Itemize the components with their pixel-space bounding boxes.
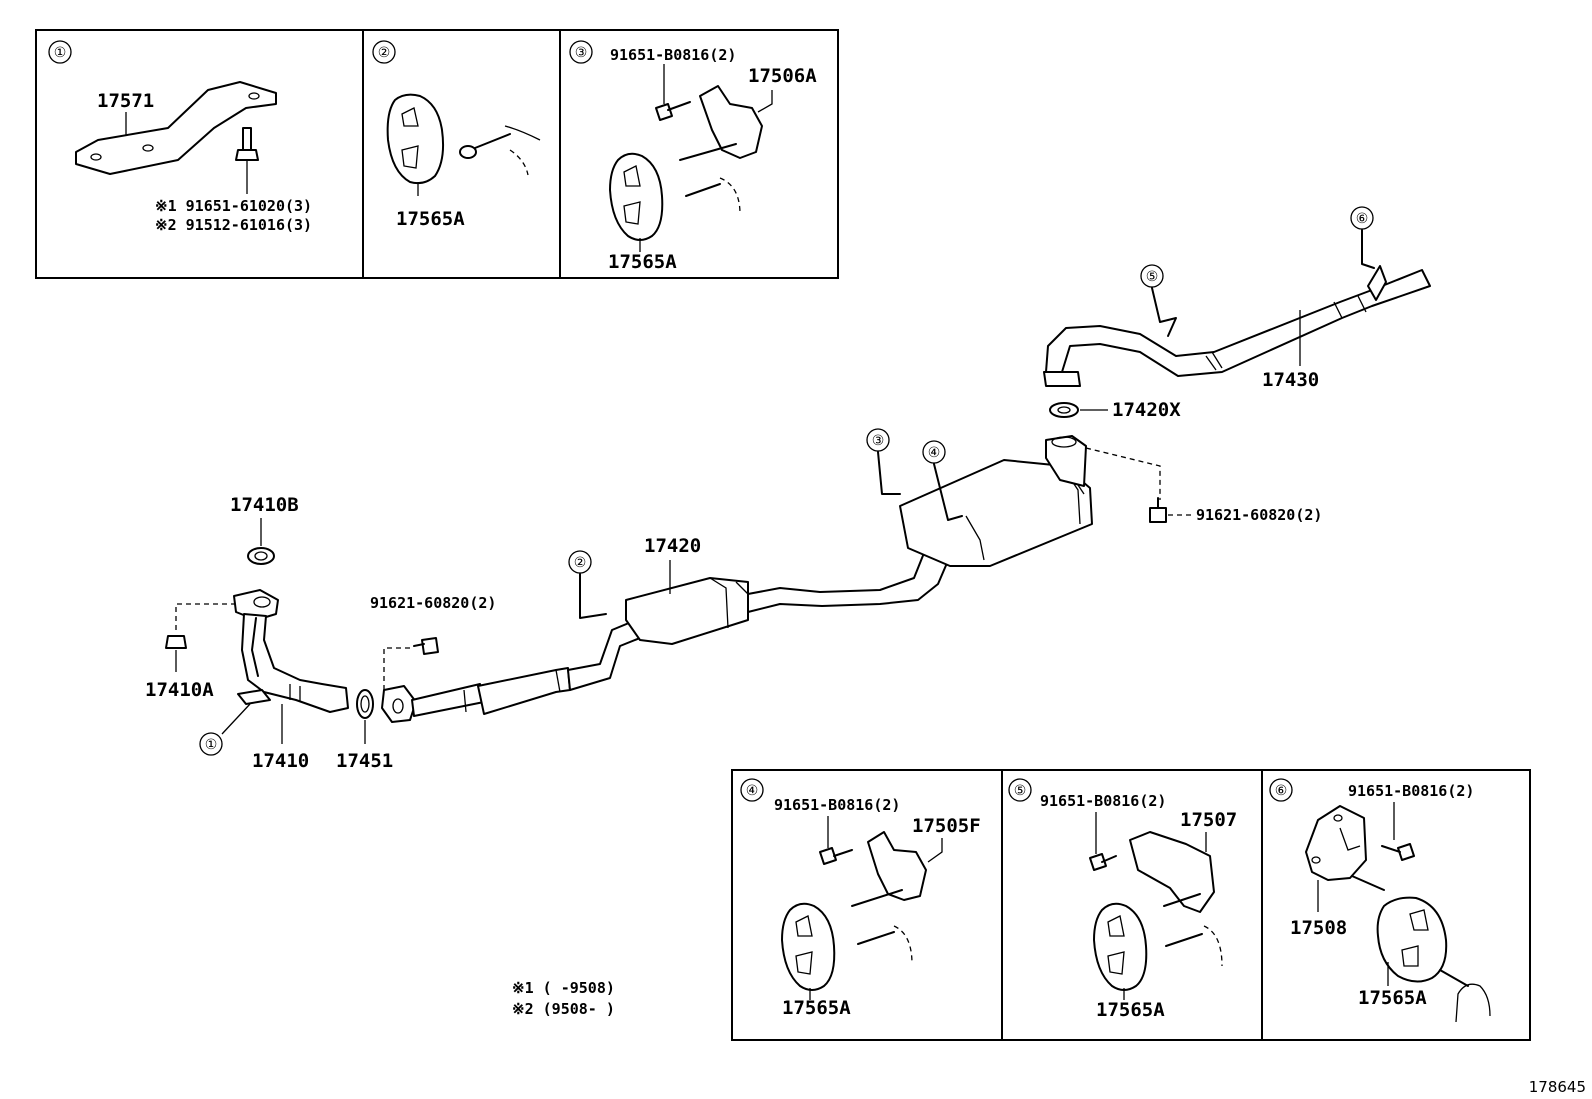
rubber-hanger-icon	[609, 152, 664, 241]
inset-6: ⑥ 91651-B0816(2) 17508 17565A	[1269, 778, 1491, 1023]
hanger-17565A-label: 17565A	[608, 251, 677, 273]
bolt-91651-B0816-label: 91651-B0816(2)	[774, 796, 900, 814]
rubber-hanger-icon	[1376, 896, 1448, 983]
gasket-17451-icon	[356, 689, 374, 719]
callout-4-main-label: ④	[928, 445, 941, 461]
bracket-17507-drawing	[1129, 831, 1215, 913]
inset-3: ③ 91651-B0816(2) 17506A 17565A	[569, 40, 817, 273]
center-pipe-flange	[381, 685, 417, 723]
bolt-icon	[655, 101, 691, 121]
bolt-91651-B0816-label: 91651-B0816(2)	[1348, 782, 1474, 800]
bracket-17507-label: 17507	[1180, 809, 1237, 831]
inset-2: ② 17565A	[372, 40, 541, 230]
rubber-hanger-icon	[386, 93, 445, 185]
bolt-91621-60820-front-label: 91621-60820(2)	[370, 594, 496, 612]
hanger-17565A-label: 17565A	[396, 208, 465, 230]
muffler-rear-drawing	[899, 459, 1093, 567]
callout-2-label: ②	[378, 45, 391, 61]
callout-3-label: ③	[575, 45, 588, 61]
inset-4: ④ 91651-B0816(2) 17505F 17565A	[740, 778, 981, 1019]
bolt-91651-B0816-label: 91651-B0816(2)	[610, 46, 736, 64]
legend-note-1: ※1 ( -9508)	[512, 979, 615, 997]
tail-pipe-17430-label: 17430	[1262, 369, 1319, 391]
rubber-hanger-icon	[1093, 902, 1148, 991]
bracket-17508-drawing	[1305, 805, 1367, 881]
callout-1-main-label: ①	[205, 737, 218, 753]
legend-note-2: ※2 (9508- )	[512, 1000, 615, 1018]
gasket-17451-label: 17451	[336, 750, 393, 772]
callout-6-label: ⑥	[1275, 783, 1288, 799]
bolt-icon	[413, 637, 439, 655]
callout-5-main-label: ⑤	[1146, 269, 1159, 285]
diagram-number: 178645	[1529, 1078, 1586, 1096]
bracket-17506A-drawing	[699, 85, 763, 159]
center-pipe-17420-label: 17420	[644, 535, 701, 557]
bolt-91651-61020-label: ※1 91651-61020(3)	[155, 197, 312, 215]
bracket-17506A-label: 17506A	[748, 65, 817, 87]
callout-5-label: ⑤	[1014, 783, 1027, 799]
inset-panel-bottom	[731, 769, 1531, 1041]
callout-3-main-label: ③	[872, 433, 885, 449]
tail-pipe-17430-drawing	[1045, 269, 1431, 377]
gasket-17420X-label: 17420X	[1112, 399, 1181, 421]
callout-4-label: ④	[746, 783, 759, 799]
gasket-ring-icon	[247, 547, 275, 565]
bolt-icon	[235, 127, 259, 161]
callout-1-label: ①	[54, 45, 67, 61]
resonator-drawing	[477, 667, 571, 715]
hanger-17565A-label: 17565A	[1358, 987, 1427, 1009]
inset-1: ① 17571 ※1 91651-61020(3) ※2 91512-61016…	[48, 40, 312, 234]
bolt-91651-B0816-label: 91651-B0816(2)	[1040, 792, 1166, 810]
front-pipe-17410-label: 17410	[252, 750, 309, 772]
bolt-icon	[1381, 843, 1415, 861]
nut-icon	[165, 635, 187, 649]
bracket-17505F-label: 17505F	[912, 815, 981, 837]
bracket-17508-label: 17508	[1290, 917, 1347, 939]
rubber-hanger-icon	[781, 902, 836, 991]
hanger-17565A-label: 17565A	[1096, 999, 1165, 1021]
part-17571-label: 17571	[97, 90, 154, 112]
muffler-front-drawing	[625, 577, 749, 645]
inset-panel-top	[35, 29, 839, 279]
bolt-icon	[1089, 853, 1117, 871]
gasket-17420X-icon	[1049, 402, 1079, 418]
nut-17410A-label: 17410A	[145, 679, 214, 701]
bolt-91621-60820-rear-label: 91621-60820(2)	[1196, 506, 1322, 524]
bolt-icon	[819, 847, 853, 865]
front-pipe-17410-drawing	[241, 613, 349, 713]
callout-6-main-label: ⑥	[1356, 211, 1369, 227]
callout-2-main-label: ②	[574, 555, 587, 571]
gasket-17410B-label: 17410B	[230, 494, 299, 516]
hanger-17565A-label: 17565A	[782, 997, 851, 1019]
main-assembly: 17410B 17410A ① 17410 17451 91621-60820(…	[145, 206, 1431, 772]
inset-5: ⑤ 91651-B0816(2) 17507 17565A	[1008, 778, 1237, 1021]
bolt-icon	[1149, 497, 1167, 523]
bolt-91512-61016-label: ※2 91512-61016(3)	[155, 216, 312, 234]
bracket-17505F-drawing	[867, 831, 927, 901]
bracket-17571-drawing	[75, 81, 277, 175]
legend: ※1 ( -9508) ※2 (9508- )	[512, 979, 615, 1018]
